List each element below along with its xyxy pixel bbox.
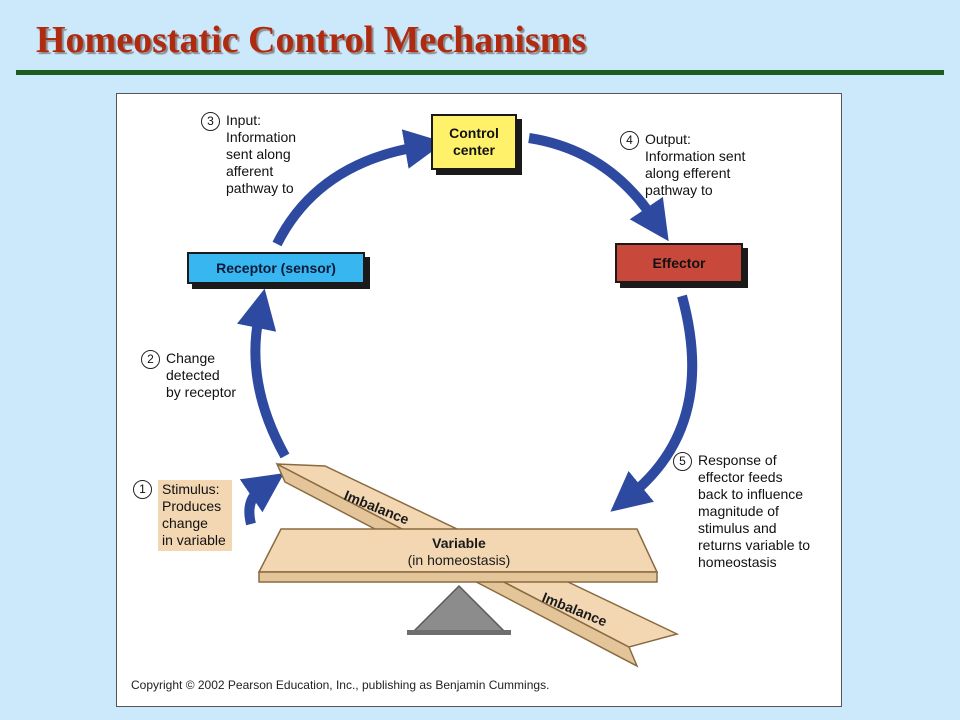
step-3-text: Input: Information sent along afferent p… bbox=[226, 112, 297, 196]
arrow-control-to-effector bbox=[528, 133, 669, 242]
fulcrum bbox=[409, 584, 509, 635]
step-1-stimulus: 1 Stimulus: Produces change in variable bbox=[133, 480, 232, 551]
variable-sublabel: (in homeostasis) bbox=[408, 552, 511, 568]
step-3-input: 3 Input: Information sent along afferent… bbox=[201, 112, 296, 197]
step-5-number: 5 bbox=[673, 452, 692, 471]
arrow-variable-to-receptor bbox=[236, 288, 290, 459]
step-4-output: 4 Output: Information sent along efferen… bbox=[620, 131, 745, 199]
step-1-number: 1 bbox=[133, 480, 152, 499]
homeostasis-diagram: Imbalance Imbalance Variable (in homeost… bbox=[116, 93, 842, 707]
step-3-number: 3 bbox=[201, 112, 220, 131]
receptor-box: Receptor (sensor) bbox=[187, 252, 365, 284]
variable-label: Variable bbox=[432, 535, 486, 551]
step-2-text: Change detected by receptor bbox=[166, 350, 237, 400]
step-2-number: 2 bbox=[141, 350, 160, 369]
step-2-detection: 2 Change detected by receptor bbox=[141, 350, 236, 401]
fulcrum-base bbox=[407, 630, 511, 635]
diagram-graphics: Imbalance Imbalance Variable (in homeost… bbox=[236, 129, 698, 668]
control-center-box: Control center bbox=[431, 114, 517, 170]
arrow-effector-to-variable bbox=[610, 294, 698, 512]
title-divider bbox=[16, 70, 944, 75]
step-1-text: Stimulus: Produces change in variable bbox=[158, 480, 232, 551]
step-4-number: 4 bbox=[620, 131, 639, 150]
step-4-text: Output: Information sent along efferent … bbox=[645, 131, 746, 198]
step-5-response: 5 Response of effector feeds back to inf… bbox=[673, 452, 810, 571]
arrow-stimulus bbox=[239, 473, 285, 526]
copyright-notice: Copyright © 2002 Pearson Education, Inc.… bbox=[131, 678, 550, 692]
step-5-text: Response of effector feeds back to influ… bbox=[698, 452, 811, 570]
variable-plank-edge bbox=[258, 571, 658, 583]
arrow-receptor-to-control bbox=[272, 129, 445, 247]
effector-box: Effector bbox=[615, 243, 743, 283]
slide-title: Homeostatic Control Mechanisms bbox=[36, 19, 587, 61]
